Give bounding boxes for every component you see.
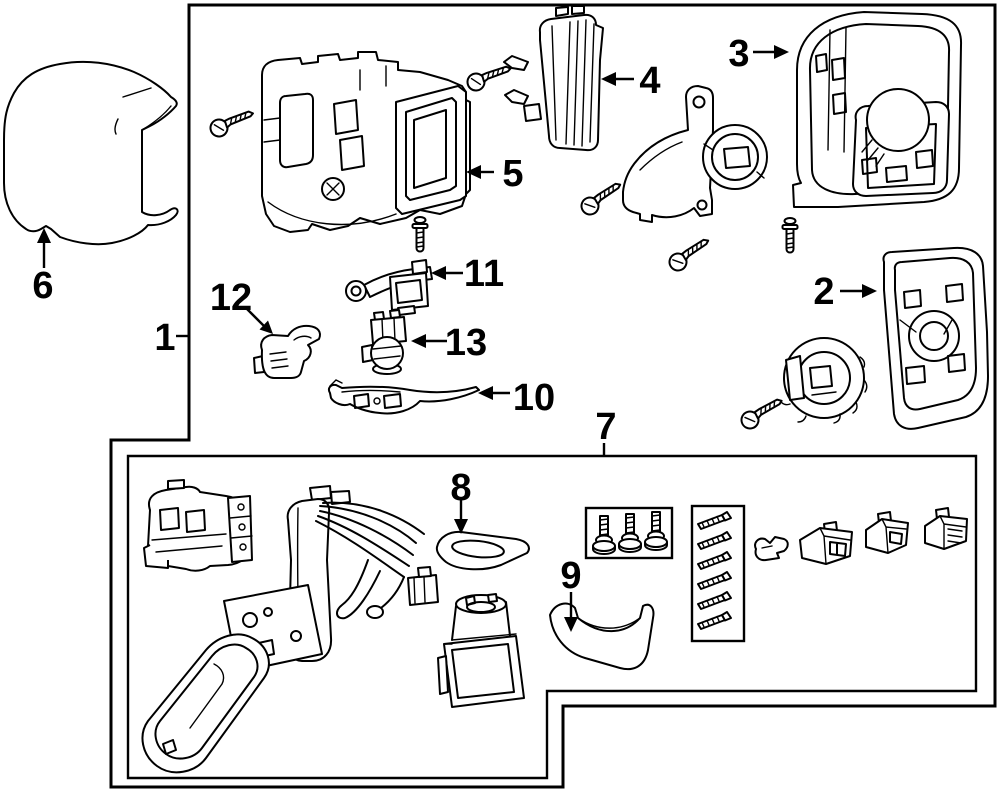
part-13-motor [361,309,407,375]
kit-base-boot [437,593,525,708]
kit-connector-a [799,521,853,565]
part-6-mirror-cover [3,60,179,246]
screw-4 [664,237,716,275]
part-10-retainer-strip [327,379,480,415]
part-label-13: 13 [445,322,487,364]
mirror-motor-actuator [780,337,868,424]
part-label-11: 11 [464,253,504,295]
part-3-mirror-housing [792,11,963,208]
part-9-lower-cover [549,602,655,670]
part-label-10: 10 [513,377,555,419]
part-label-12: 12 [210,277,252,319]
bolt-1 [411,216,429,253]
part-label-4: 4 [639,60,660,102]
part-label-3: 3 [728,33,749,75]
kit-power-fold-motor [143,479,253,572]
part-5-mirror-frame-assembly [261,51,471,233]
part-8-gasket [435,530,530,571]
part-label-9: 9 [560,555,581,597]
kit-bolt-set [584,506,674,560]
screw-3 [576,181,628,219]
kit-connector-c [924,507,968,550]
bolt-2 [781,217,799,254]
screw-5 [737,397,788,432]
part-4-turn-signal-lamp [503,5,604,152]
part-label-1: 1 [154,317,175,359]
part-label-5: 5 [502,153,523,195]
part-label-7: 7 [595,406,616,448]
assembly-region-border [109,3,997,789]
part-label-8: 8 [450,467,471,509]
kit-clip [754,536,789,562]
part-11-bracket [345,259,433,316]
part-12-bracket [253,324,321,379]
callout-arrows [37,45,877,632]
hardware-kit-box-border [126,454,978,780]
kit-harness-arm-assembly [141,485,439,774]
part-3-pivot-bracket [622,85,768,223]
screw-1 [207,109,257,139]
part-label-6: 6 [32,265,53,307]
kit-connector-b [865,511,909,554]
part-label-2: 2 [813,271,834,313]
kit-screw-set [690,504,746,643]
screw-2 [465,65,514,93]
part-2-mirror-glass-plate [882,246,989,430]
